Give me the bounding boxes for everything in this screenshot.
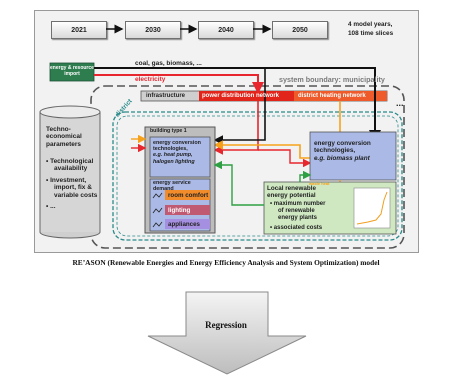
system-boundary [90,85,405,249]
appliances-label: appliances [168,221,200,228]
renewable-chart-curve [356,191,388,225]
renewable-chart [353,187,391,229]
fuel-to-building [213,68,266,145]
infrastructure-label: infrastructure [146,93,186,99]
renewable-to-building [213,160,264,206]
lighting-curve-icon [152,207,163,214]
electricity-flow [94,74,264,94]
year-2040: 2040 [198,21,254,39]
parameters-cylinder [39,105,101,239]
appliances-bar [165,219,210,229]
appliances-curve-icon [152,221,163,228]
years-note: 4 model years,108 time slices [348,21,394,38]
system-boundary-label: system boundary: municipality [279,75,385,84]
lighting-label: lighting [168,207,191,214]
building-conversion-box [149,136,211,178]
room-comfort-label: room comfort [168,192,209,199]
heat-to-building [213,140,310,159]
renewable-bullet-2: • associated costs [270,225,323,231]
electricity-to-district [258,149,312,168]
import-box [49,62,95,82]
district-conversion-box [309,131,397,181]
parameters-bullet-2: • Investment,import, fix &variable costs [46,177,98,199]
power-network-label: power distribution network [202,93,280,99]
year-2030: 2030 [125,21,181,39]
power-network-block [199,91,294,101]
model-caption: RE’ASON (Renewable Energies and Energy E… [72,258,380,267]
year-2050: 2050 [272,21,328,39]
room-comfort-bar [165,190,210,200]
electricity-label: electricity [135,76,166,83]
heating-network-label: district heating network [298,93,366,99]
renewable-to-district [299,170,312,182]
heating-network-block [294,91,387,101]
ellipsis-right: ... [396,98,404,108]
regression-arrow [147,291,307,375]
electricity-to-building [213,101,259,155]
year-2021: 2021 [51,21,107,39]
parameters-bullet-3: • ... [46,203,56,210]
lighting-bar [165,205,210,215]
fuels-label: coal, gas, biomass, ... [135,60,202,67]
fuel-flow [94,67,381,142]
room-comfort-curve-icon [152,192,163,199]
building-title: building type 1 [150,128,187,134]
waste-heat-label: waste heat [309,181,330,186]
diagram-canvas [39,24,405,249]
regression-label: Regression [205,320,247,330]
